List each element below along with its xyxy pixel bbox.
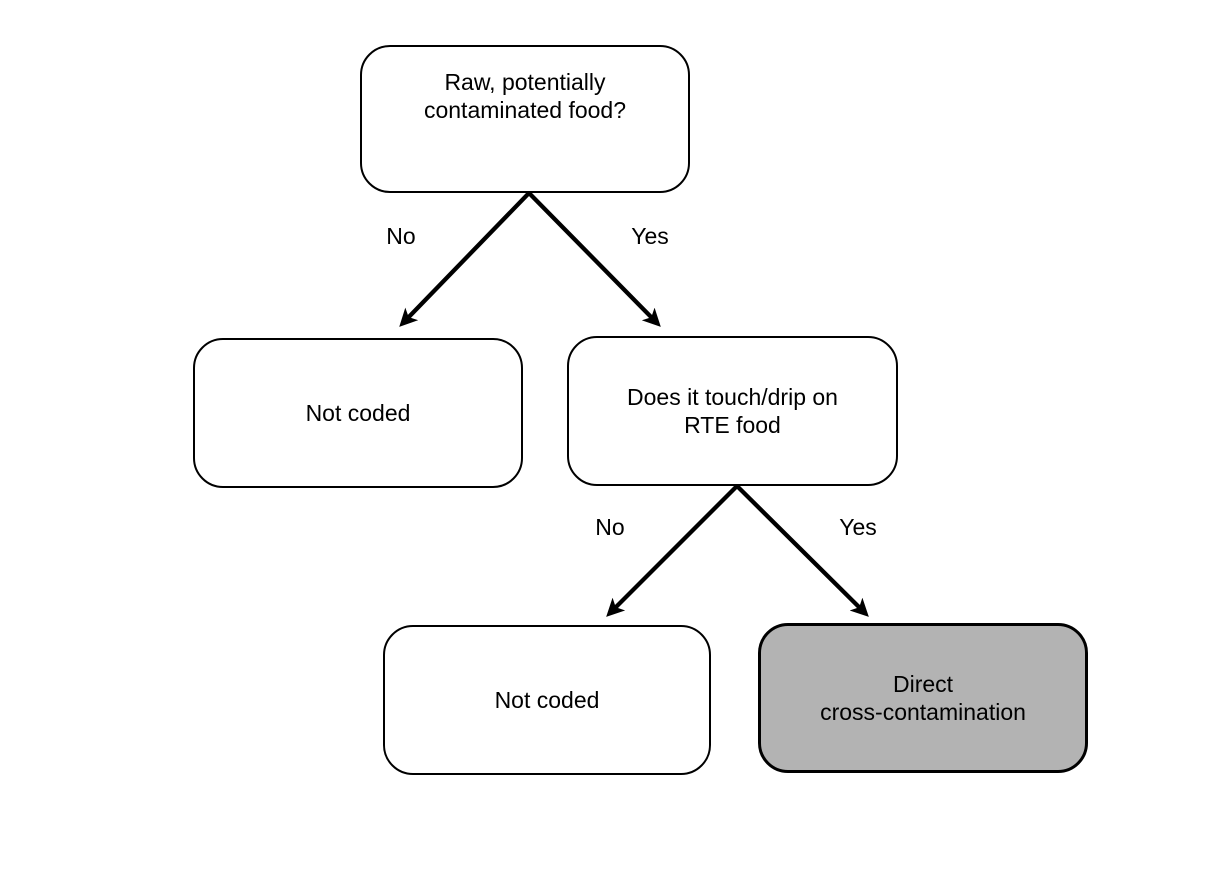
node-direct-cross-contamination: Direct cross-contamination (758, 623, 1088, 773)
node-root-question: Raw, potentially contaminated food? (360, 45, 690, 193)
edge-touchdrip-yes-arrow (735, 484, 869, 617)
edge-label-touchdrip-yes: Yes (839, 514, 877, 540)
node-not-coded-level2: Not coded (383, 625, 711, 775)
edge-label-root-no: No (386, 223, 416, 249)
edge-label-touchdrip-no: No (595, 514, 625, 540)
node-root-question-label: Raw, potentially contaminated food? (423, 69, 627, 123)
node-not-coded-level1: Not coded (193, 338, 523, 488)
node-not-coded-level1-label: Not coded (305, 400, 411, 426)
node-not-coded-level2-label: Not coded (494, 687, 600, 713)
node-touch-drip-question-label: Does it touch/drip on RTE food (627, 384, 838, 438)
edge-root-no-arrow (399, 191, 531, 327)
node-touch-drip-question: Does it touch/drip on RTE food (567, 336, 898, 486)
node-direct-cross-contamination-label: Direct cross-contamination (820, 671, 1026, 725)
edge-root-yes-arrow (527, 191, 661, 327)
edge-touchdrip-no-arrow (606, 484, 739, 617)
edge-label-root-yes: Yes (631, 223, 669, 249)
